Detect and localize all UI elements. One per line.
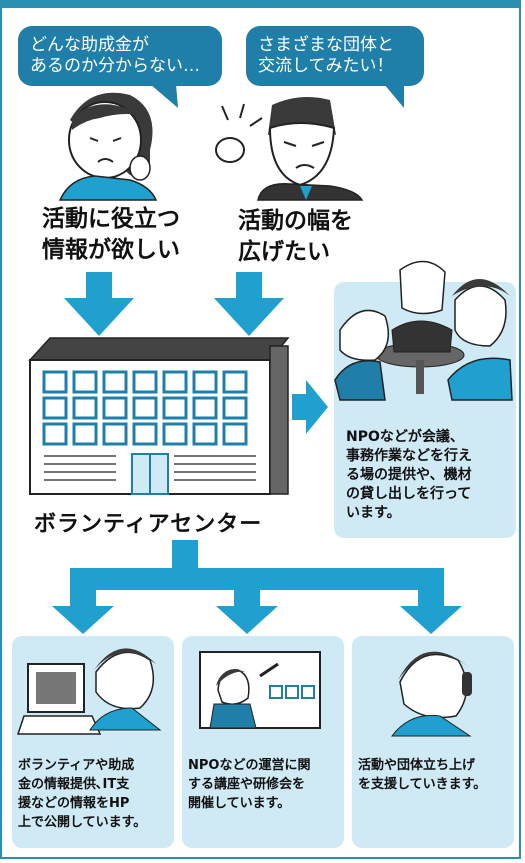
bottom-panel-1-line: 金の情報提供､IT支 [18, 777, 130, 792]
computer-user-illustration [16, 648, 162, 735]
bubble-right-line2: 交流してみたい！ [258, 56, 394, 76]
side-panel-line: NPOなどが会議、 [346, 429, 464, 445]
arrow-down-left [64, 272, 134, 336]
need-info-line1: 活動に役立つ [42, 206, 180, 232]
bottom-panel-2-line: 開催しています。 [188, 796, 291, 811]
presenter-illustration [199, 651, 321, 729]
side-panel-line: る場の提供や、機材 [346, 467, 472, 483]
volunteer-center-title: ボランティアセンター [34, 512, 263, 537]
side-panel-text: NPOなどが会議、 事務作業などを行え る場の提供や、機材 の貸し出しを行って … [346, 428, 512, 523]
meeting-people-illustration [334, 260, 513, 401]
bubble-left-line1: どんな助成金が [30, 35, 149, 55]
need-expand-line1: 活動の幅を [238, 208, 353, 234]
phone-woman-illustration [390, 651, 472, 737]
arrow-down-right [214, 272, 284, 336]
need-info-heading: 活動に役立つ 情報が欲しい [42, 204, 180, 266]
speech-bubble-left [18, 26, 222, 108]
bottom-panel-1-line: 上で公開しています。 [18, 815, 147, 830]
speech-bubble-right [246, 26, 424, 108]
bottom-panel-1-line: 援などの情報をHP [18, 796, 130, 811]
bubble-right-text: さまざまな団体と 交流してみたい！ [258, 35, 394, 77]
bottom-panel-1-line: ボランティアや助成 [18, 758, 135, 773]
need-expand-line2: 広げたい [238, 239, 330, 265]
side-panel-line: の貸し出しを行って [346, 486, 472, 502]
need-info-line2: 情報が欲しい [42, 237, 180, 263]
determined-man-illustration [215, 96, 364, 201]
bubble-left-line2: あるのか分からない… [30, 56, 200, 76]
bottom-panel-3-background [352, 636, 514, 848]
bottom-panel-2-text: NPOなどの運営に関 する講座や研修会を 開催しています。 [188, 756, 342, 813]
bottom-panel-2-line: NPOなどの運営に関 [188, 758, 311, 773]
branch-arrows [52, 540, 462, 634]
arrow-right [292, 380, 328, 434]
bubble-right-line1: さまざまな団体と [258, 35, 394, 55]
bottom-panel-2-line: する講座や研修会を [188, 777, 306, 792]
bubble-left-text: どんな助成金が あるのか分からない… [30, 35, 200, 77]
bottom-panel-3-text: 活動や団体立ち上げ を支援していきます。 [358, 756, 512, 794]
bottom-panel-3-line: 活動や団体立ち上げ [358, 758, 476, 773]
bottom-panel-1-text: ボランティアや助成 金の情報提供､IT支 援などの情報をHP 上で公開しています… [18, 756, 172, 832]
side-panel-line: います。 [346, 505, 401, 521]
worried-woman-illustration [58, 92, 158, 201]
side-panel-line: 事務作業などを行え [346, 448, 472, 464]
need-expand-heading: 活動の幅を 広げたい [238, 206, 353, 268]
volunteer-center-building-illustration [28, 337, 290, 495]
bottom-panel-3-line: を支援していきます。 [358, 777, 487, 792]
